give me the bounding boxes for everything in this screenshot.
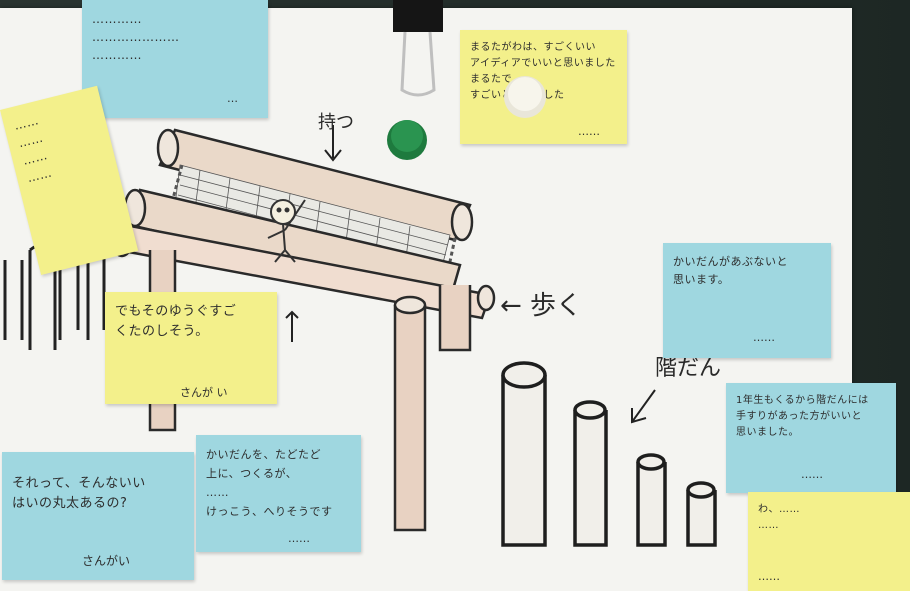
arrows: [285, 125, 656, 424]
label-walk: ← 歩く: [500, 291, 583, 321]
note-top-left-blue: ………… ………………… ………… …: [82, 0, 268, 118]
monkey-figure: [267, 199, 306, 263]
note-right-blue-2: 1年生もくるから階だんには 手すりがあった方がいいと 思いました。 ……: [726, 383, 896, 493]
note-bottom-mid-blue: かいだんを、たどたど 上に、つくるが、 …… けっこう、へりそうです ……: [196, 435, 361, 552]
note-mid-yellow: でもそのゆうぐすご くたのしそう。 さんが い: [105, 292, 277, 404]
white-bottle-cap: [504, 76, 546, 118]
label-stairs: 階だん: [655, 356, 722, 381]
note-bottom-right-yellow: わ、…… …… ……: [748, 492, 910, 591]
note-bottom-left-blue: それって、そんないい はいの丸太あるの? さんがい: [2, 452, 194, 580]
stair-logs: [501, 361, 717, 547]
binder-clip: [393, 0, 443, 97]
label-hold: 持つ: [318, 112, 354, 133]
note-right-blue: かいだんがあぶないと 思います。 ……: [663, 243, 831, 358]
